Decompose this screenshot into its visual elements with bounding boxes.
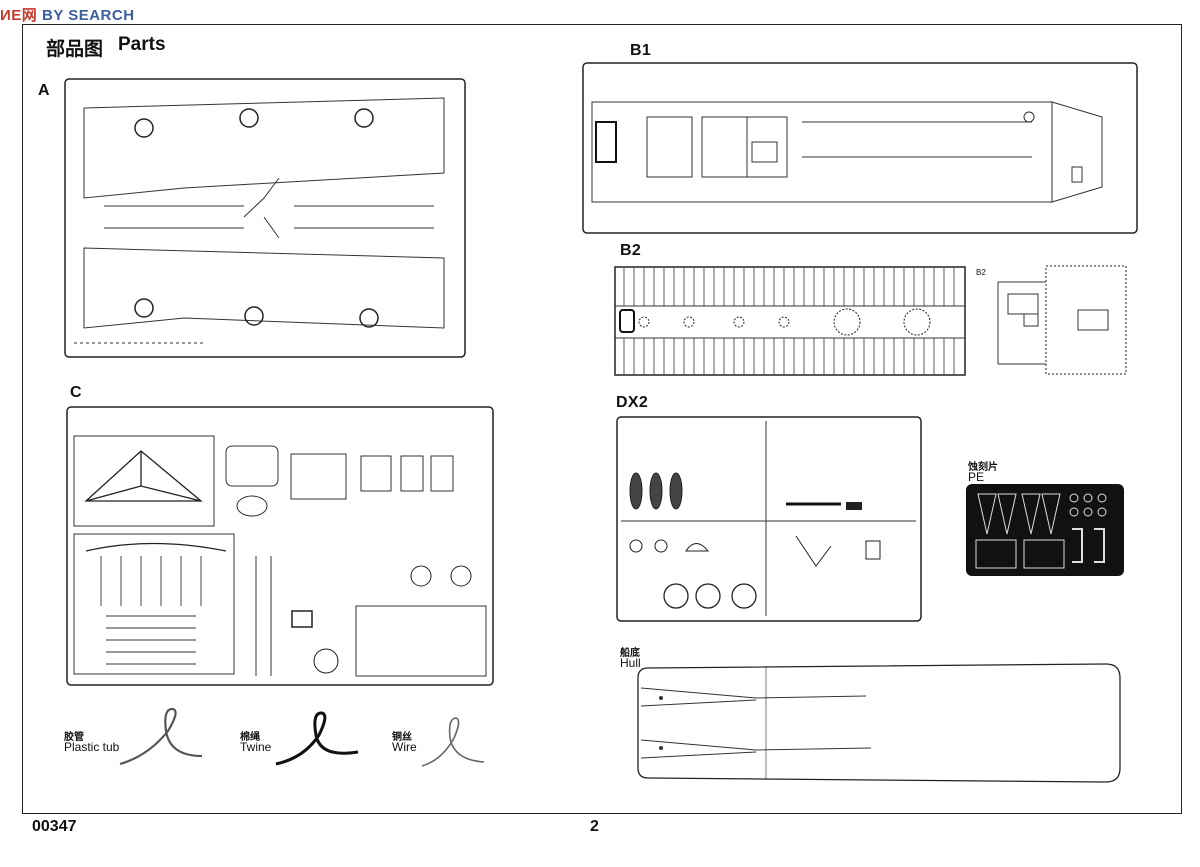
watermark-part3: BY SEARCH — [41, 7, 135, 24]
sprue-b2-tag: B2 — [976, 268, 986, 277]
pe-label-cn: 蚀刻片 — [968, 462, 998, 473]
plastic-tub-drawing — [119, 707, 203, 766]
sprue-b1-drawing — [582, 62, 1138, 234]
twine-drawing — [275, 711, 359, 766]
sprue-c-drawing — [66, 406, 494, 686]
sprue-dx2-drawing — [616, 416, 922, 622]
hull-label-en: Hull — [620, 656, 641, 670]
material-twine-cn: 棉绳 — [240, 732, 260, 743]
page-frame — [22, 24, 1182, 814]
site-watermark: ИЕ网 BY SEARCH — [0, 4, 135, 25]
page-title-cn: 部品图 — [46, 39, 104, 60]
page-title-en: Parts — [118, 34, 166, 55]
product-code: 00347 — [32, 818, 77, 835]
pe-fret — [966, 484, 1124, 576]
watermark-part2: 网 — [21, 7, 38, 24]
material-plastic-tub-cn: 胶管 — [64, 732, 84, 743]
material-twine-en: Twine — [240, 740, 272, 754]
sprue-dx2-label: DX2 — [616, 394, 649, 411]
hull-drawing — [637, 663, 1121, 783]
hull-label-cn: 船底 — [620, 648, 640, 659]
material-wire-en: Wire — [392, 740, 417, 754]
sprue-b1-label: B1 — [630, 42, 652, 59]
page-number: 2 — [590, 818, 599, 835]
material-plastic-tub-en: Plastic tub — [64, 740, 120, 754]
material-wire-cn: 铜丝 — [392, 732, 412, 743]
sprue-b2-label: B2 — [620, 242, 642, 259]
pe-fret-drawing — [975, 493, 1107, 569]
pe-label-en: PE — [968, 470, 985, 484]
sprue-a-drawing — [64, 78, 466, 358]
sprue-c-label: C — [70, 384, 82, 401]
sprue-b2-drawing — [614, 266, 966, 376]
wire-drawing — [421, 717, 485, 767]
sprue-a-label: A — [38, 82, 50, 99]
watermark-part1: ИЕ — [0, 7, 22, 24]
sprue-b2-deck-drawing — [997, 265, 1127, 375]
